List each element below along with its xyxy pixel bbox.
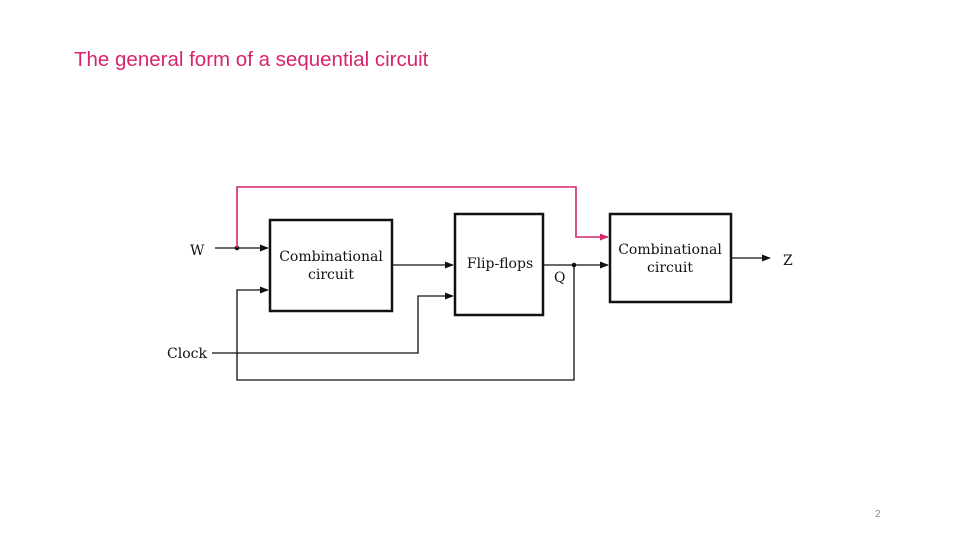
comb-left-label-line2: circuit (308, 267, 354, 283)
combinational-circuit-left-block (268, 218, 394, 313)
q-feedback-wire (236, 265, 575, 381)
page-number: 2 (875, 509, 881, 520)
w-input-label: W (190, 243, 205, 259)
comb-left-label-line1: Combinational (279, 249, 383, 265)
comb-right-label-line1: Combinational (618, 242, 722, 258)
slide-title: The general form of a sequential circuit (74, 48, 429, 71)
combinational-circuit-right-block (608, 212, 733, 304)
q-signal-label: Q (554, 270, 565, 286)
comb-right-label-line2: circuit (647, 260, 693, 276)
z-output-label: Z (783, 253, 793, 269)
q-junction-dot (571, 262, 577, 268)
flip-flops-label: Flip-flops (467, 256, 533, 272)
clock-input-label: Clock (167, 346, 207, 362)
clock-wire (212, 292, 454, 354)
w-direct-wire-highlight (236, 186, 609, 248)
